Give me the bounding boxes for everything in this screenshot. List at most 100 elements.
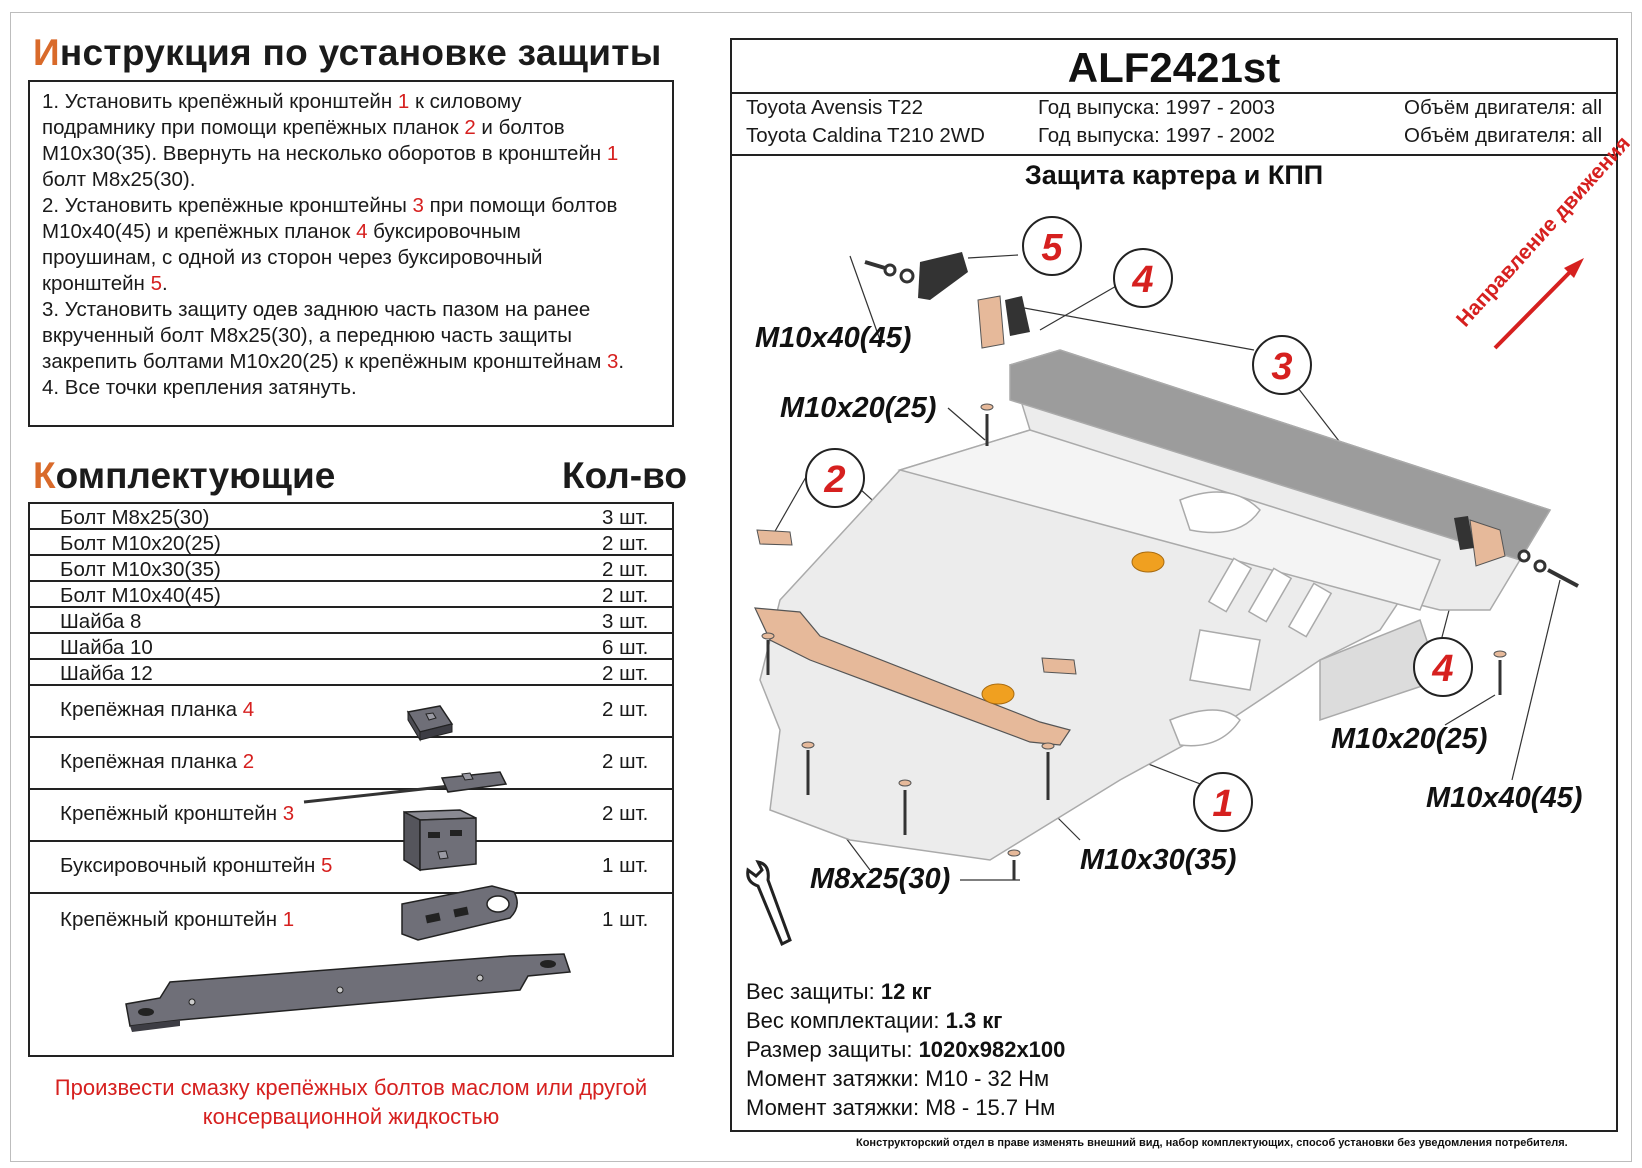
callout-m10x40-right: М10х40(45) — [1426, 782, 1583, 814]
spec-torque-m8: Момент затяжки: М8 - 15.7 Нм — [746, 1095, 1056, 1120]
skid-plate — [759, 349, 1552, 861]
component-row: Крепёжный кронштейн 1 1 шт. — [30, 894, 672, 986]
mounting-bracket-3-image — [403, 809, 477, 872]
disclaimer: Конструкторский отдел в праве изменять в… — [856, 1137, 1568, 1149]
washers — [761, 403, 1507, 857]
component-name: Крепёжная планка 2 — [60, 750, 255, 773]
component-name: Болт М10х30(35) — [60, 558, 221, 581]
plate-2b — [1041, 657, 1077, 675]
component-qty: 2 шт. — [602, 584, 649, 607]
car-model-2: Toyota Caldina T210 2WD — [746, 124, 985, 147]
car-years-1: Год выпуска: 1997 - 2003 — [1038, 96, 1275, 119]
mounting-plate-2-image — [303, 771, 508, 804]
marker-4a — [1113, 248, 1173, 308]
marker-2 — [805, 448, 865, 508]
instruction-line: 1. Установить крепёжный кронштейн 1 к си… — [42, 90, 522, 113]
brand-badge — [1131, 551, 1165, 573]
spec-torque-m10: Момент затяжки: М10 - 32 Нм — [746, 1066, 1050, 1091]
product-code: ALF2421st — [1067, 44, 1281, 91]
spec-size: Размер защиты: 1020х982х100 — [746, 1037, 1066, 1062]
marker-1 — [1193, 772, 1253, 832]
plate-4a — [1005, 296, 1030, 336]
bolts — [766, 414, 1502, 880]
product-panel: ALF2421st Toyota Avensis T22 Год выпуска… — [730, 38, 1618, 1132]
marker-4b-label: 4 — [1431, 648, 1453, 690]
spec-kit-weight: Вес комплектации: 1.3 кг — [746, 1008, 1003, 1033]
brand-badge — [981, 683, 1015, 705]
car-engine-2: Объём двигателя: all — [1404, 124, 1603, 147]
instructions-box: 1. Установить крепёжный кронштейн 1 к си… — [28, 80, 674, 427]
number-markers: 5 4 3 2 4 1 — [805, 216, 1473, 832]
component-row: Крепёжный кронштейн 3 2 шт. — [30, 790, 672, 842]
plate-4b — [1454, 516, 1474, 550]
instruction-line: 3. Установить защиту одев заднюю часть п… — [42, 298, 591, 321]
car-engine-1: Объём двигателя: all — [1404, 96, 1603, 119]
component-row: Крепёжная планка 2 2 шт. — [30, 738, 672, 790]
component-qty: 2 шт. — [602, 802, 649, 825]
component-row: Болт М8х25(30)3 шт. — [30, 504, 672, 530]
instructions-title: Инструкция по установке защиты — [33, 32, 662, 73]
bracket-1 — [754, 607, 1071, 746]
plate-2a — [756, 529, 793, 546]
marker-3 — [1252, 335, 1312, 395]
component-name: Болт М10х40(45) — [60, 584, 221, 607]
component-qty: 2 шт. — [602, 698, 649, 721]
components-title: Комплектующие — [33, 455, 336, 496]
marker-3-label: 3 — [1271, 346, 1292, 388]
callout-m10x20-right: М10х20(25) — [1331, 723, 1488, 755]
component-row: Болт М10х30(35) 2 шт. — [30, 556, 672, 582]
mounting-bracket-1-image — [125, 953, 572, 1032]
bracket-3a — [977, 295, 1005, 349]
tow-bracket-5-image — [401, 885, 518, 941]
component-row: Буксировочный кронштейн 5 1 шт. — [30, 842, 672, 894]
callout-m10x20-top: М10х20(25) — [780, 392, 937, 424]
component-qty: 3 шт. — [602, 506, 649, 529]
marker-5 — [1022, 216, 1082, 276]
mounting-plate-4-image — [406, 705, 454, 742]
component-row: Шайба 8 3 шт. — [30, 608, 672, 634]
wrench-icon — [746, 860, 792, 947]
component-name: Крепёжный кронштейн 3 — [60, 802, 295, 825]
marker-5-label: 5 — [1041, 227, 1063, 269]
instruction-line: проушинам, с одной из сторон через букси… — [42, 246, 543, 269]
car-model-1: Toyota Avensis T22 — [746, 96, 924, 119]
component-name: Крепёжный кронштейн 1 — [60, 908, 295, 931]
callout-m10x40-top: М10х40(45) — [755, 322, 912, 354]
instruction-line: болт М8х25(30). — [42, 168, 196, 191]
tow-bracket-5 — [918, 252, 968, 300]
component-name: Шайба 8 — [60, 610, 142, 633]
component-row: Болт М10х40(45) 2 шт. — [30, 582, 672, 608]
component-name: Буксировочный кронштейн 5 — [60, 854, 333, 877]
instruction-line: М10х40(45) и крепёжных планок 4 буксиров… — [42, 220, 521, 243]
instruction-line: вкрученный болт М8х25(30), а переднюю ча… — [42, 324, 573, 347]
component-qty: 2 шт. — [602, 750, 649, 773]
component-qty: 1 шт. — [602, 854, 649, 877]
component-qty: 2 шт. — [602, 532, 649, 555]
instruction-line: 4. Все точки крепления затянуть. — [42, 376, 357, 399]
component-name: Шайба 10 — [60, 636, 153, 659]
component-qty: 2 шт. — [602, 662, 649, 685]
instruction-line: 2. Установить крепёжные кронштейны 3 при… — [42, 194, 618, 217]
instruction-line: подрамнику при помощи крепёжных планок 2… — [42, 116, 565, 139]
component-qty: 1 шт. — [602, 908, 649, 931]
component-qty: 2 шт. — [602, 558, 649, 581]
marker-4a-label: 4 — [1131, 259, 1153, 301]
car-years-2: Год выпуска: 1997 - 2002 — [1038, 124, 1275, 147]
instruction-line: закрепить болтами М10х20(25) к крепёжным… — [42, 350, 625, 373]
marker-1-label: 1 — [1212, 783, 1233, 825]
direction-arrow — [1493, 258, 1584, 350]
bracket-3b — [1469, 519, 1506, 567]
page-frame — [10, 12, 1632, 1162]
callout-m8x25: М8х25(30) — [810, 863, 951, 895]
divider — [732, 92, 1616, 94]
lubrication-note: Произвести смазку крепёжных болтов масло… — [54, 1075, 648, 1129]
components-table: Болт М8х25(30)3 шт.Болт М10х20(25)2 шт.Б… — [28, 502, 674, 1057]
marker-2-label: 2 — [823, 459, 845, 501]
marker-4b — [1413, 637, 1473, 697]
component-qty: 3 шт. — [602, 610, 649, 633]
callout-m10x30: М10х30(35) — [1080, 844, 1237, 876]
spec-weight: Вес защиты: 12 кг — [746, 979, 932, 1004]
